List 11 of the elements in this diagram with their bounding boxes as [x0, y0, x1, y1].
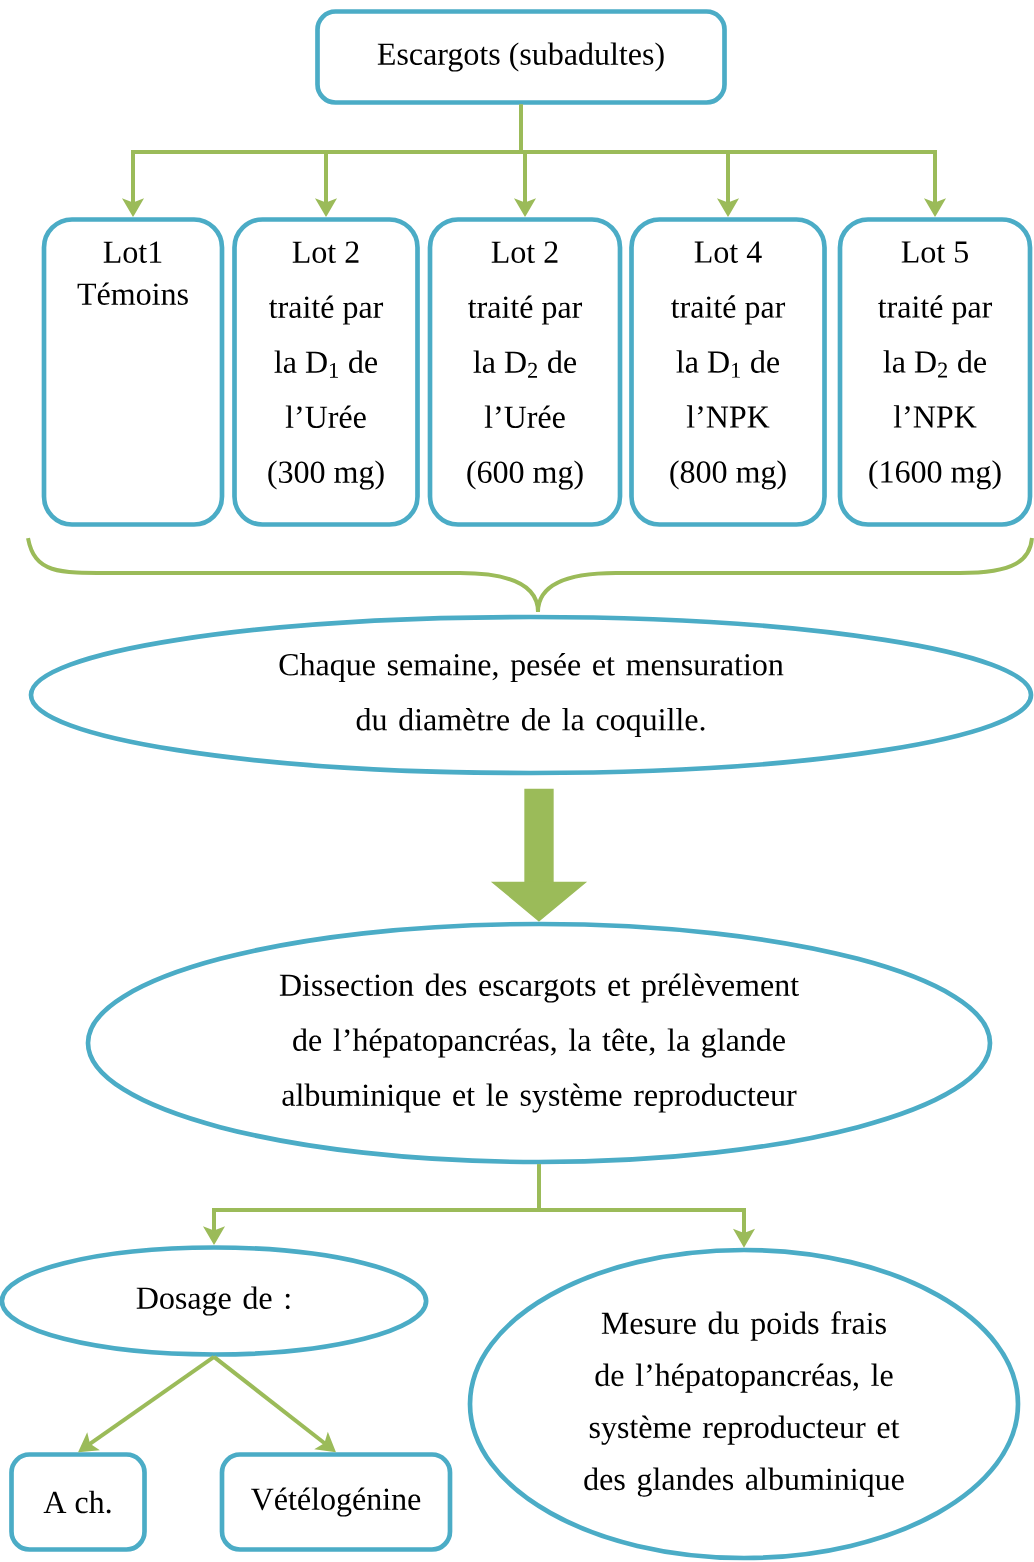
ellipse-node: Mesure du poids frais de l’hépatopancréas, le système reproducteur et des glandes albuminique [467, 1247, 1021, 1561]
lot-box: Lot 2 traité par la D$_{1}$ de l’Urée (300 mg) [232, 217, 420, 527]
lot-box: Lot 2 traité par la D$_{2}$ de l’Urée (600 mg) [427, 217, 623, 527]
lot-box: Lot1 Témoins [41, 217, 225, 527]
rounded-box: Escargots (subadultes) [315, 9, 727, 105]
rounded-box: A ch. [9, 1452, 147, 1552]
rounded-box: Vétélogénine [219, 1452, 453, 1552]
lot-box: Lot 4 traité par la D$_{1}$ de l’NPK (800 mg) [629, 217, 827, 527]
ellipse-node: Dissection des escargots et prélèvement de l’hépatopancréas, la tête, la glande albuminique et le système reproducteur [85, 921, 993, 1165]
ellipse-node: Chaque semaine, pesée et mensuration du diamètre de la coquille. [28, 614, 1034, 776]
lot-box: Lot 5 traité par la D$_{2}$ de l’NPK (1600 mg) [837, 217, 1033, 527]
